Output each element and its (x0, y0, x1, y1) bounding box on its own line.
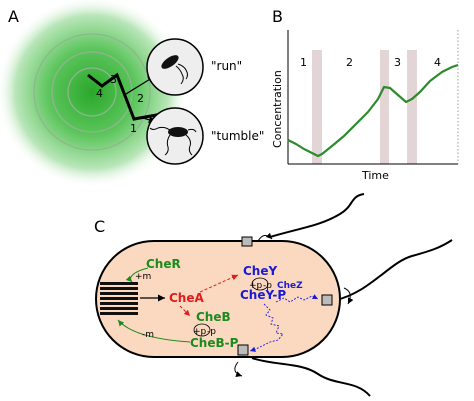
cell-membrane (95, 240, 341, 358)
gradient-contour-middle (51, 51, 133, 133)
phase-label-2: 2 (346, 56, 353, 69)
tumble-flagella (149, 126, 197, 156)
minus-m-label: -m (142, 330, 154, 340)
path-label-4: 4 (96, 87, 103, 100)
path-label-2: 2 (137, 92, 144, 105)
cheb-plus-p-label: +p (193, 327, 207, 337)
chey-phospho-cycle (251, 277, 269, 291)
chez-label: CheZ (277, 281, 303, 291)
chey-minus-p-label: -p (263, 281, 272, 291)
gradient-contour-outer (33, 33, 151, 151)
path-label-3: 3 (110, 73, 117, 86)
motor-bottom (237, 344, 249, 356)
chey-p-to-motor (275, 294, 319, 303)
chey-p-diffusion (249, 303, 284, 352)
flagellum-top (269, 193, 365, 238)
run-label: "run" (211, 59, 242, 73)
panel-b: B 1 2 3 4 Time Concentration (271, 7, 459, 182)
cher-label: CheR (146, 257, 181, 271)
arrow-chea-to-chey (199, 274, 239, 293)
motor-right (321, 294, 333, 306)
motor-top (241, 236, 253, 247)
chey-label: CheY (243, 264, 277, 278)
phase-band-3 (407, 50, 417, 164)
plus-m-label: +m (135, 272, 151, 282)
chebp-label: CheB-P (190, 336, 239, 350)
gradient-contour-inner (67, 67, 117, 117)
run-bubble (146, 38, 204, 96)
tumble-label: "tumble" (211, 129, 264, 143)
panel-c-letter: C (94, 217, 105, 236)
rotation-arrow-right (343, 287, 354, 305)
cheyp-label: CheY-P (240, 288, 286, 302)
receptor-array (100, 282, 138, 315)
tumble-bacterium (168, 127, 188, 137)
arrow-chea-to-cheb (179, 305, 191, 317)
run-bacterium (161, 55, 179, 69)
swim-trajectory (87, 72, 163, 121)
panel-b-letter: B (272, 7, 283, 26)
chea-label: CheA (169, 291, 204, 305)
x-axis-label: Time (361, 169, 389, 182)
path-label-1: 1 (130, 122, 137, 135)
arrow-cher-methylation (125, 267, 149, 283)
phase-label-4: 4 (434, 56, 441, 69)
flagellum-bottom (251, 357, 371, 397)
panel-a-letter: A (8, 7, 19, 26)
rotation-arrow-bottom (234, 361, 243, 377)
phase-band-2 (380, 50, 389, 164)
cheb-phospho-cycle (193, 323, 211, 337)
attractant-gradient (0, 0, 188, 188)
flagellum-right (335, 239, 453, 301)
rotation-arrow-top (257, 232, 273, 242)
cheb-minus-p-label: -p (207, 327, 216, 337)
phase-band-1 (312, 50, 322, 164)
phase-label-1: 1 (300, 56, 307, 69)
run-flagella (175, 63, 188, 85)
arrow-chebp-demethylation (117, 319, 191, 343)
cheb-label: CheB (196, 310, 231, 324)
panel-c: C CheR (94, 193, 453, 397)
chey-plus-p-label: +p (249, 281, 263, 291)
phase-label-3: 3 (394, 56, 401, 69)
panel-a: A 1 2 3 4 "run" "tumble" (0, 0, 264, 188)
y-axis-label: Concentration (271, 70, 284, 148)
concentration-series-line (287, 63, 459, 158)
